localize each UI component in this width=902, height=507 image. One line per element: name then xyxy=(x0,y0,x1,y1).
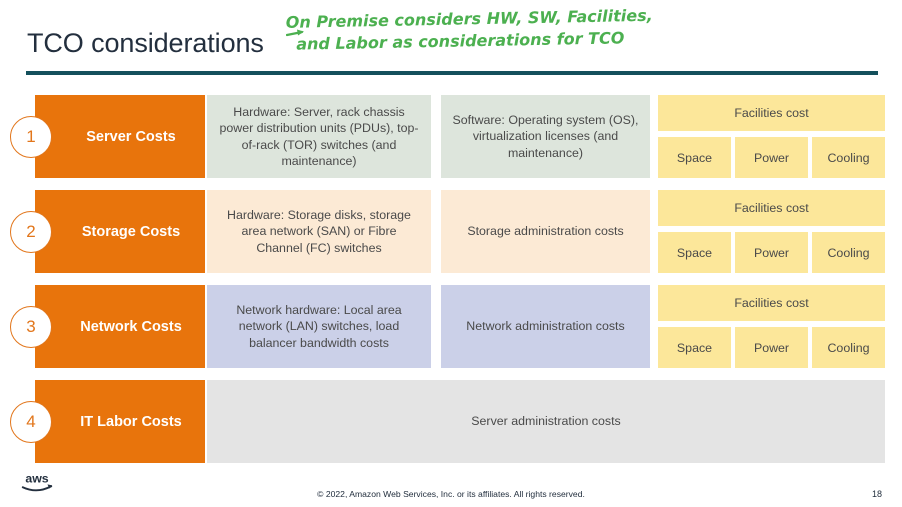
row-number-badge: 4 xyxy=(10,400,52,443)
aws-logo: aws xyxy=(21,471,53,492)
facilities-item-power: Power xyxy=(735,232,808,273)
page-number: 18 xyxy=(871,489,882,499)
facilities-stack: Facilities cost Space Power Cooling xyxy=(658,95,885,178)
page-title: TCO considerations xyxy=(27,28,264,58)
hardware-cell: Hardware: Storage disks, storage area ne… xyxy=(207,190,431,273)
facilities-item-cooling: Cooling xyxy=(812,137,885,178)
table-row: 2 Storage Costs Hardware: Storage disks,… xyxy=(0,190,902,273)
slide-footer: aws © 2022, Amazon Web Services, Inc. or… xyxy=(0,462,902,507)
slide-header: TCO considerations xyxy=(0,0,902,80)
category-cell: Server Costs xyxy=(35,95,205,178)
category-cell: Network Costs xyxy=(35,285,205,368)
hardware-cell: Network hardware: Local area network (LA… xyxy=(207,285,431,368)
table-row: 1 Server Costs Hardware: Server, rack ch… xyxy=(0,95,902,178)
tco-matrix: 1 Server Costs Hardware: Server, rack ch… xyxy=(0,95,902,463)
table-row: 4 IT Labor Costs Server administration c… xyxy=(0,380,902,463)
full-width-cell: Server administration costs xyxy=(207,380,885,463)
facilities-cost-label: Facilities cost xyxy=(658,285,885,321)
svg-text:aws: aws xyxy=(25,471,48,485)
hardware-cell: Hardware: Server, rack chassis power dis… xyxy=(207,95,431,178)
arrow-right-icon xyxy=(286,29,304,37)
facilities-item-space: Space xyxy=(658,137,731,178)
facilities-item-space: Space xyxy=(658,327,731,368)
category-cell: IT Labor Costs xyxy=(35,380,205,463)
facilities-stack: Facilities cost Space Power Cooling xyxy=(658,285,885,368)
table-row: 3 Network Costs Network hardware: Local … xyxy=(0,285,902,368)
title-divider xyxy=(26,71,878,75)
facilities-item-power: Power xyxy=(735,137,808,178)
row-number-badge: 2 xyxy=(10,210,52,253)
facilities-item-space: Space xyxy=(658,232,731,273)
copyright-text: © 2022, Amazon Web Services, Inc. or its… xyxy=(317,489,585,499)
facilities-item-cooling: Cooling xyxy=(812,327,885,368)
software-cell: Storage administration costs xyxy=(441,190,650,273)
facilities-item-cooling: Cooling xyxy=(812,232,885,273)
software-cell: Software: Operating system (OS), virtual… xyxy=(441,95,650,178)
facilities-item-power: Power xyxy=(735,327,808,368)
category-cell: Storage Costs xyxy=(35,190,205,273)
facilities-cost-label: Facilities cost xyxy=(658,95,885,131)
row-number-badge: 3 xyxy=(10,305,52,348)
facilities-cost-label: Facilities cost xyxy=(658,190,885,226)
row-number-badge: 1 xyxy=(10,115,52,158)
software-cell: Network administration costs xyxy=(441,285,650,368)
facilities-stack: Facilities cost Space Power Cooling xyxy=(658,190,885,273)
